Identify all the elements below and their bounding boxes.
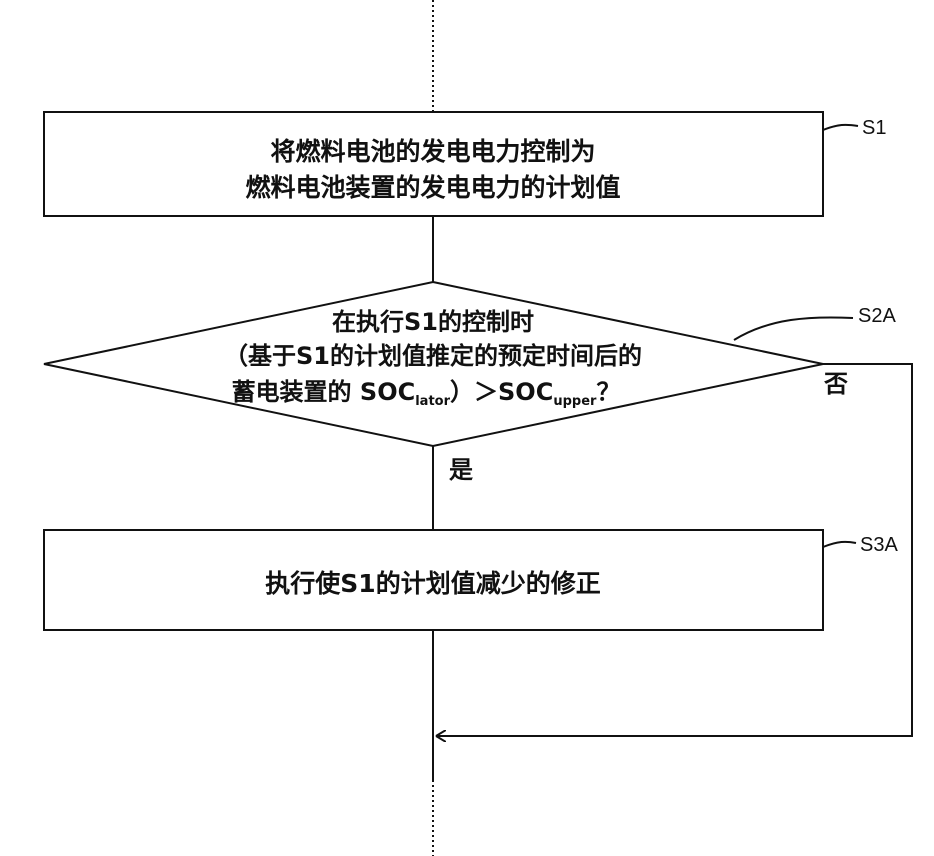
step-s3a-label: S3A <box>860 534 898 556</box>
step-s1-label: S1 <box>862 117 886 139</box>
step-s3a-text-line1: 执行使S1的计划值减少的修正 <box>265 569 600 598</box>
step-s2a-text-line1: 在执行S1的控制时 <box>332 308 534 336</box>
no-label: 否 <box>823 370 848 398</box>
step-s3a-leader <box>823 542 856 547</box>
step-s2a-text-line2: （基于S1的计划值推定的预定时间后的 <box>224 342 642 370</box>
yes-label: 是 <box>449 456 473 484</box>
step-s1-leader <box>823 125 858 130</box>
step-s2a-label: S2A <box>858 305 896 327</box>
step-s1-text-line2: 燃料电池装置的发电电力的计划值 <box>245 173 620 202</box>
step-s1-text-line1: 将燃料电池的发电电力控制为 <box>270 137 595 166</box>
step-s2a-leader <box>734 317 853 340</box>
